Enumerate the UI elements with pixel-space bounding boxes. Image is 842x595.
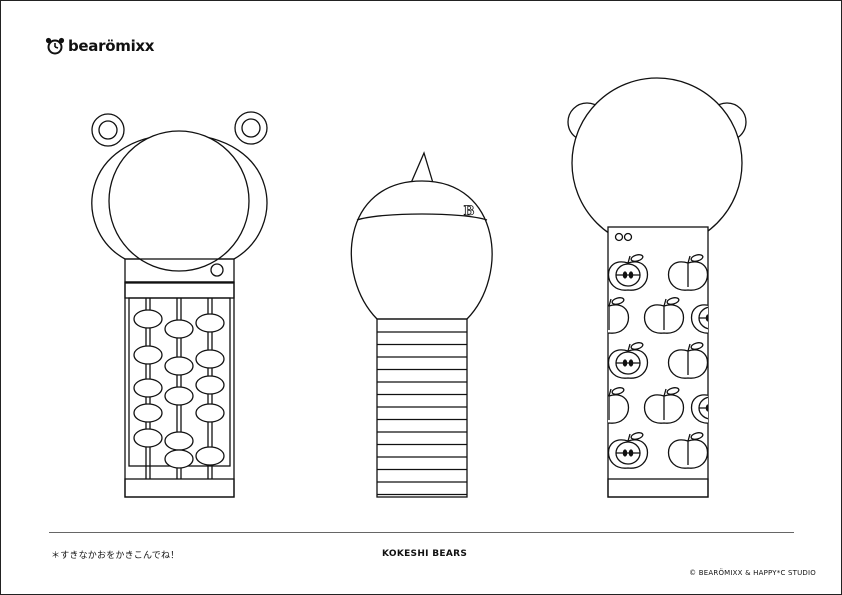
apple-half-icon xyxy=(690,394,708,424)
abacus-bead xyxy=(195,446,225,466)
apple-icon xyxy=(667,342,708,379)
apple-icon xyxy=(608,297,630,334)
abacus-bead xyxy=(133,309,163,329)
abacus-bead xyxy=(164,319,194,339)
apple-pattern xyxy=(608,254,708,469)
abacus-bead xyxy=(164,431,194,451)
striped-kokeshi-figure: B xyxy=(350,151,493,498)
b-badge: B xyxy=(464,204,475,219)
abacus-bead xyxy=(195,375,225,395)
copyright-text: © BEARÖMIXX & HAPPY*C STUDIO xyxy=(689,569,816,577)
abacus-bead xyxy=(164,356,194,376)
apple-icon xyxy=(643,297,685,334)
abacus-bead xyxy=(195,313,225,333)
body-stripes xyxy=(377,331,467,496)
abacus-bead xyxy=(133,345,163,365)
apple-half-icon xyxy=(608,342,649,379)
apple-half-icon xyxy=(608,254,649,291)
abacus-bead xyxy=(195,403,225,423)
footer-title: KOKESHI BEARS xyxy=(382,549,468,559)
abacus-bead xyxy=(133,403,163,423)
apple-icon xyxy=(643,387,685,424)
brand-logo: bearömixx xyxy=(45,37,154,55)
abacus-rods xyxy=(133,298,225,479)
abacus-bead xyxy=(164,386,194,406)
footer-divider xyxy=(49,532,794,533)
abacus-bead xyxy=(164,449,194,469)
footer-note: ＊すきなかおをかきこんでね！ xyxy=(51,551,180,561)
apple-icon xyxy=(667,254,708,291)
abacus-bear-figure xyxy=(91,111,268,498)
brand-name: bearömixx xyxy=(68,37,155,55)
apple-icon xyxy=(667,432,708,469)
apple-bear-figure xyxy=(567,77,747,498)
abacus-bead xyxy=(133,428,163,448)
abacus-bead xyxy=(133,378,163,398)
apple-icon xyxy=(608,387,630,424)
apple-half-icon xyxy=(608,432,649,469)
apple-half-icon xyxy=(690,304,708,334)
bear-clock-icon xyxy=(45,37,65,55)
abacus-bead xyxy=(195,349,225,369)
